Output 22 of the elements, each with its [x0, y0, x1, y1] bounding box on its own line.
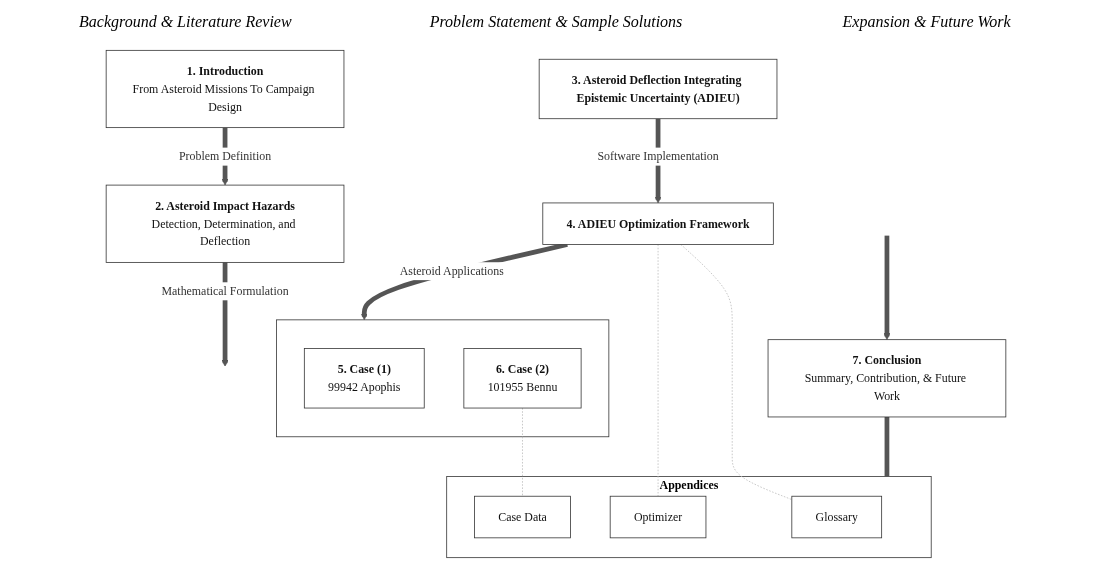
connector	[884, 416, 890, 477]
edge-label: Software Implementation	[597, 149, 719, 163]
column-heading: Problem Statement & Sample Solutions	[428, 13, 684, 31]
node-box: Glossary	[791, 495, 883, 539]
column-heading: Background & Literature Review	[78, 13, 293, 31]
node-box: 1. Introduction From Asteroid Missions To Campaign Design	[105, 49, 345, 129]
arrow	[654, 118, 662, 204]
node-box: Case Data	[474, 495, 571, 539]
connector	[680, 244, 793, 500]
cluster	[276, 319, 610, 438]
node-box: Optimizer	[609, 495, 707, 539]
edge-label: Asteroid Applications	[399, 264, 504, 278]
edge-label: Mathematical Formulation	[161, 284, 289, 298]
node-box: 6. Case (2) 101955 Bennu	[463, 348, 582, 409]
node-box: 4. ADIEU Optimization Framework	[542, 202, 774, 245]
node-box: 5. Case (1) 99942 Apophis	[303, 348, 425, 409]
node-box: 3. Asteroid Deflection Integrating Epistemic Uncertainty (ADIEU)	[538, 58, 778, 120]
node-box: 7. Conclusion Summary, Contribution, & Future Work	[767, 339, 1007, 418]
arrow	[883, 235, 891, 340]
edge-label: Problem Definition	[178, 149, 272, 163]
column-heading: Expansion & Future Work	[841, 13, 1012, 31]
node-box: 2. Asteroid Impact Hazards Detection, Determination, and Deflection	[105, 184, 345, 263]
